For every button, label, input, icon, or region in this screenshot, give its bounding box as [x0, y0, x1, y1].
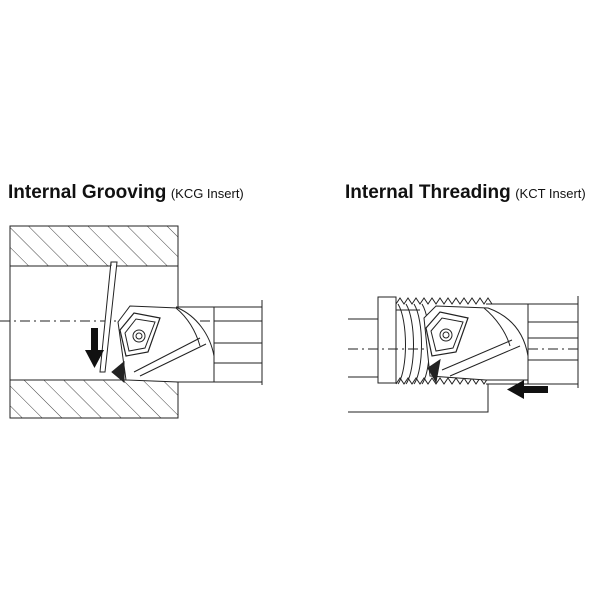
threading-title: Internal Threading (KCT Insert) — [345, 182, 586, 204]
groove-plate — [99, 261, 118, 373]
step-outline — [348, 384, 489, 413]
left-arrow-icon — [507, 380, 548, 399]
grooving-title: Internal Grooving (KCG Insert) — [8, 182, 244, 204]
grooving-insert — [111, 312, 161, 384]
flange — [377, 296, 397, 384]
lower-wall — [9, 379, 179, 419]
thread-body — [397, 303, 430, 385]
grooving-diagram — [0, 225, 263, 419]
upper-wall — [9, 225, 179, 267]
down-arrow-icon — [85, 328, 104, 368]
threading-insert — [425, 311, 469, 384]
grooving-title-sub: (KCG Insert) — [170, 186, 244, 201]
threading-title-main: Internal Threading — [345, 182, 511, 203]
threading-diagram — [348, 296, 579, 413]
grooving-title-main: Internal Grooving — [8, 182, 167, 203]
thread-teeth-top — [395, 297, 493, 311]
threading-title-sub: (KCT Insert) — [515, 186, 586, 201]
